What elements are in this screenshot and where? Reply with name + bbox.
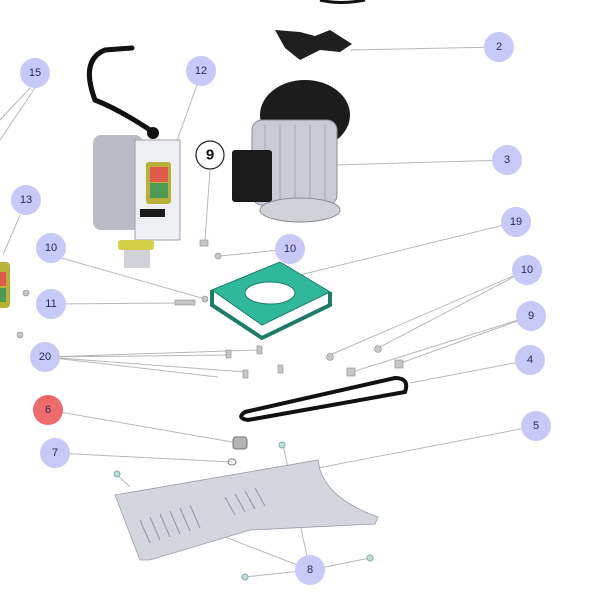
svg-text:12: 12 [195,65,207,77]
svg-text:9: 9 [528,310,534,322]
callout-19[interactable]: 19 [501,207,531,237]
callout-7[interactable]: 7 [40,438,70,468]
callout-15[interactable]: 15 [20,58,50,88]
svg-text:7: 7 [52,447,58,459]
callout-9-outlined[interactable]: 9 [195,140,225,170]
motor-bracket-part [210,261,332,341]
base-plate-part [114,459,379,561]
fan-part [275,0,366,60]
svg-text:20: 20 [39,351,51,363]
callout-11[interactable]: 11 [36,289,66,319]
switch-part-13 [0,262,10,308]
pulley-part [232,436,248,450]
svg-text:6: 6 [45,404,51,416]
switch-box-part [86,45,181,268]
callout-4[interactable]: 4 [515,345,545,375]
callout-2[interactable]: 2 [484,32,514,62]
callout-20[interactable]: 20 [30,342,60,372]
callout-9[interactable]: 9 [516,301,546,331]
callout-6-highlighted[interactable]: 6 [33,395,63,425]
callout-3[interactable]: 3 [492,145,522,175]
belt-part [239,375,409,423]
svg-text:15: 15 [29,67,41,79]
svg-text:9: 9 [206,147,214,164]
svg-text:11: 11 [45,298,56,310]
screws [16,239,404,581]
svg-text:8: 8 [307,564,313,576]
svg-text:13: 13 [20,194,32,206]
svg-text:2: 2 [496,41,502,53]
svg-text:3: 3 [504,154,510,166]
washer-part [227,458,237,466]
svg-text:19: 19 [510,216,522,228]
callout-5[interactable]: 5 [521,411,551,441]
callout-8[interactable]: 8 [295,555,325,585]
svg-text:10: 10 [284,243,296,255]
svg-text:10: 10 [521,264,533,276]
callout-10-c[interactable]: 10 [512,255,542,285]
callout-10-b[interactable]: 10 [36,233,66,263]
leader-lines [0,46,537,578]
svg-text:4: 4 [527,354,533,366]
svg-text:10: 10 [45,242,57,254]
motor-part [232,80,350,223]
svg-text:5: 5 [533,420,539,432]
callout-13[interactable]: 13 [11,185,41,215]
callout-12[interactable]: 12 [186,56,216,86]
callout-10-a[interactable]: 10 [275,234,305,264]
